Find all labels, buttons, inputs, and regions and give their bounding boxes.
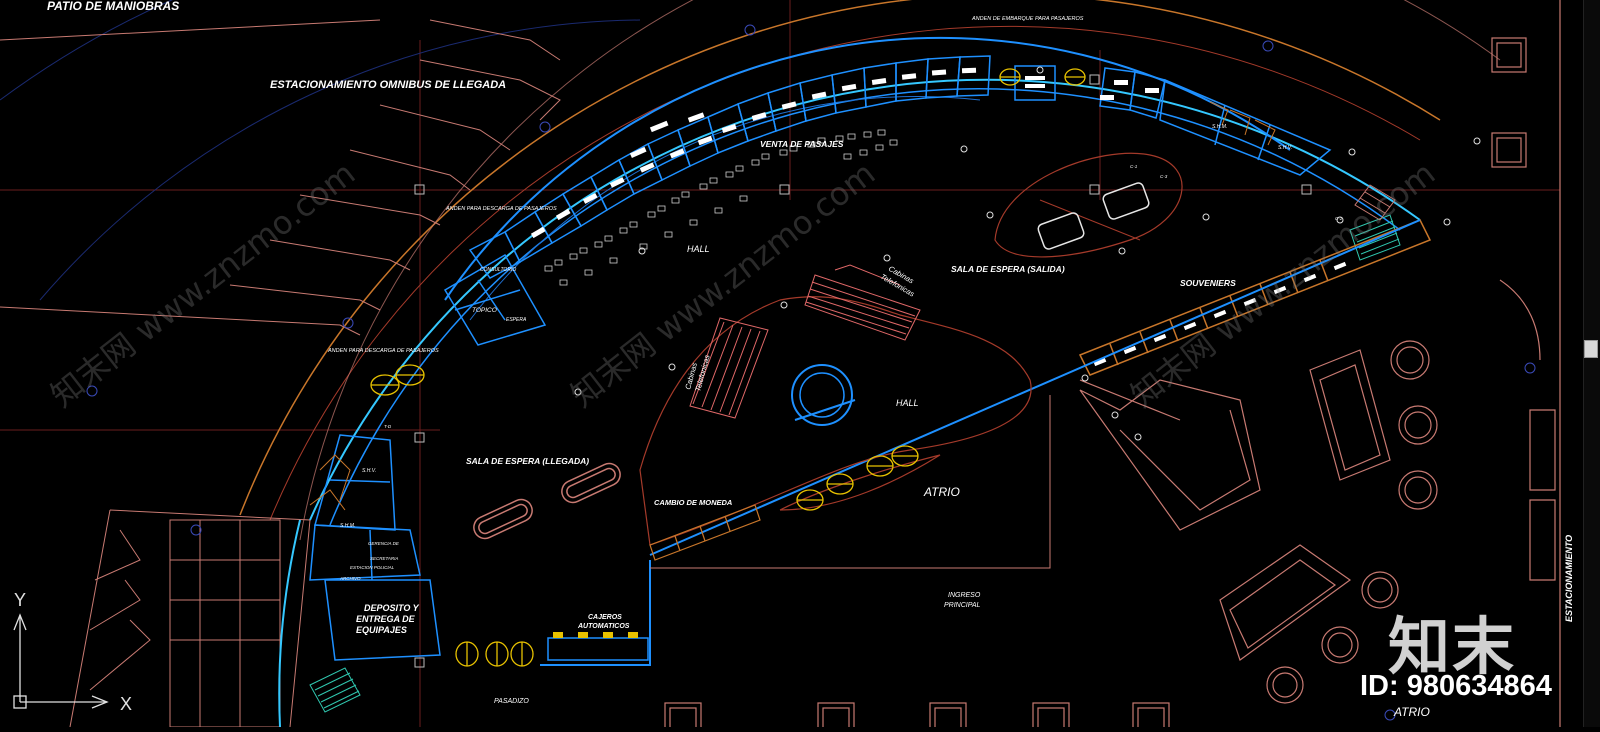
vertical-scrollbar[interactable] [1583, 0, 1600, 727]
watermark-logo: 知末 [1388, 610, 1517, 683]
label-atrio: ATRIO [923, 485, 960, 499]
right-sh-orange [1209, 101, 1276, 146]
survey-targets [86, 24, 1536, 721]
label-hall-center: HALL [896, 398, 919, 408]
label-shv-1: S.H.V. [362, 468, 376, 474]
bottom-columns [664, 702, 1170, 732]
label-axis-y: Y [14, 590, 26, 610]
label-deposito-3: EQUIPAJES [356, 625, 407, 635]
parking-stripes-left [0, 19, 561, 336]
stairs-left [309, 667, 361, 713]
label-shv-2: S.H.V. [1278, 145, 1292, 151]
ucs-axis-icon [13, 613, 109, 709]
central-hall-outline [639, 296, 1032, 546]
label-deposito-2: ENTREGA DE [356, 614, 416, 624]
label-anden-descarga-2: ANDEN PARA DESCARGA DE PASAJEROS [327, 348, 439, 354]
label-patio: PATIO DE MANIOBRAS [47, 0, 179, 13]
lower-left-structure [69, 509, 311, 728]
label-topico: TOPICO [472, 307, 497, 314]
stairs-right-upper [1354, 184, 1396, 221]
left-service-orange [309, 454, 351, 511]
salida-waiting-area [994, 152, 1183, 258]
column-markers [414, 74, 1312, 668]
label-sala-llegada: SALA DE ESPERA (LLEGADA) [466, 456, 589, 466]
label-souveniers: SOUVENIERS [1180, 278, 1236, 288]
llegada-waiting-benches [473, 462, 621, 540]
label-anden-descarga-1: ANDEN PARA DESCARGA DE PASAJEROS [445, 206, 557, 212]
stairs-right [1349, 214, 1401, 261]
label-pasadizo: PASADIZO [494, 698, 529, 705]
drawing-labels: PATIO DE MANIOBRAS ESTACIONAMIENTO OMNIB… [14, 0, 1574, 719]
label-ingreso-2: PRINCIPAL [944, 602, 981, 609]
label-cajeros-1: CAJEROS [588, 614, 622, 621]
label-estacionamiento-right: ESTACIONAMIENTO [1564, 535, 1574, 622]
label-admin-4: ARCHIVO [339, 576, 361, 581]
label-admin-3: ESTACION POLICIAL [350, 565, 395, 570]
label-consultorio: CONSULTORIO [480, 267, 516, 273]
cajeros-booths [547, 632, 649, 661]
label-tag-td: T-D [384, 424, 392, 429]
label-hall-top: HALL [687, 244, 710, 254]
label-axis-x: X [120, 694, 132, 714]
cambio-booths [649, 504, 761, 561]
ticket-desk-markers [530, 67, 1159, 239]
label-tag-c1: C-1 [1130, 164, 1138, 169]
label-cambio-moneda: CAMBIO DE MONEDA [654, 498, 732, 507]
lower-right-structures [1079, 0, 1561, 727]
label-cajeros-2: AUTOMATICOS [577, 623, 630, 630]
label-estacionamiento-llegada: ESTACIONAMIENTO OMNIBUS DE LLEGADA [270, 79, 506, 91]
right-sh-rooms [1159, 78, 1332, 176]
ticket-office-cells [468, 55, 1166, 279]
revolving-doors [370, 68, 1086, 667]
scrollbar-thumb[interactable] [1584, 340, 1598, 358]
central-circle [791, 364, 856, 426]
label-espera: ESPERA [506, 317, 527, 323]
label-admin-2: SECRETARIA [370, 556, 398, 561]
label-venta-pasajes: VENTA DE PASAJES [760, 139, 844, 149]
label-admin-1: GERENCIA DE [368, 541, 400, 546]
label-shm-1: S.H.M. [340, 523, 355, 529]
topico-rooms [443, 253, 547, 346]
label-ingreso-1: INGRESO [948, 592, 981, 599]
light-fixtures [574, 66, 1481, 441]
label-anden-embarque: ANDEN DE EMBARQUE PARA PASAJEROS [971, 16, 1084, 22]
label-shm-2: S.H.M. [1212, 124, 1227, 130]
label-tag-c3: C-3 [1160, 174, 1168, 179]
label-deposito-1: DEPOSITO Y [364, 603, 420, 613]
waiting-chairs-hall [544, 129, 898, 286]
label-tag-c2: C-2 [1335, 216, 1343, 221]
label-atrio-bottom: ATRIO [1393, 705, 1430, 719]
escalator-hatches [689, 264, 921, 419]
label-sala-salida: SALA DE ESPERA (SALIDA) [951, 264, 1065, 274]
souveniers-desks [1093, 261, 1347, 367]
atrio-facade [540, 219, 1421, 666]
watermark-id: ID: 980634864 [1360, 670, 1552, 702]
